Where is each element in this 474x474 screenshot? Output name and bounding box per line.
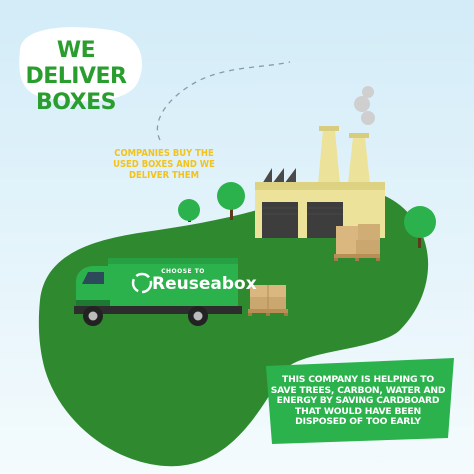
factory-icon	[255, 126, 385, 238]
badge-shape	[19, 27, 143, 102]
green-hill	[38, 187, 429, 467]
factory-door-left	[262, 202, 298, 238]
info-box-shape	[266, 358, 454, 444]
cardboard-box-icon	[248, 285, 288, 316]
info-box-text: THIS COMPANY IS HELPING TO SAVE TREES, C…	[270, 374, 446, 427]
truck-small-label: CHOOSE TO	[161, 268, 205, 275]
badge-title: WE DELIVER BOXES	[25, 38, 128, 115]
tree-icon	[404, 206, 436, 248]
pallet-icon	[334, 224, 380, 261]
tree-icon	[217, 182, 245, 220]
dashed-route	[156, 61, 291, 141]
truck-brand-name: Reuseabox	[152, 274, 257, 294]
recycle-icon	[131, 272, 153, 294]
truck-icon	[74, 258, 242, 326]
smoke-icon	[354, 86, 375, 125]
tree-icon	[178, 199, 200, 222]
companies-note: COMPANIES BUY THE USED BOXES AND WE DELI…	[113, 148, 215, 181]
truck-branding: CHOOSE TO Reuseabox	[128, 268, 257, 294]
